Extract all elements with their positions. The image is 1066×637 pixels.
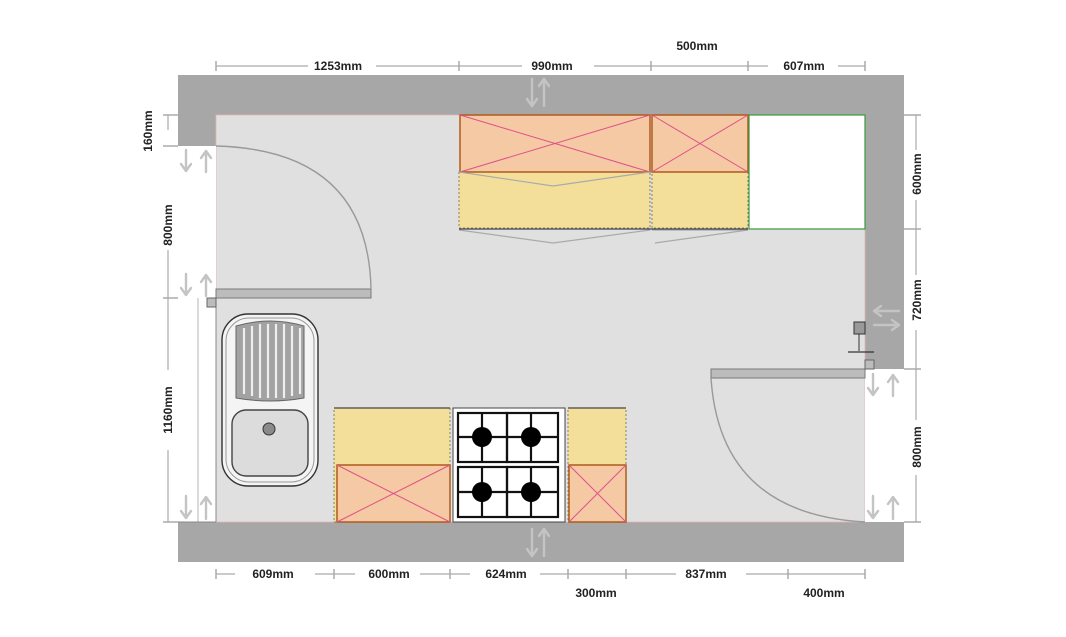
wall-left-top bbox=[178, 115, 216, 146]
door-swing-icon bbox=[206, 145, 875, 523]
left-door-leaf bbox=[215, 288, 372, 299]
light-fixture-icon bbox=[848, 321, 874, 353]
base-cabinet-top-long bbox=[458, 171, 651, 229]
wall-top bbox=[178, 75, 904, 115]
dim-bottom-4: 300mm bbox=[575, 586, 616, 600]
dim-top-1: 1253mm bbox=[314, 59, 362, 73]
dim-left-1: 160mm bbox=[141, 110, 155, 151]
dim-top-4: 607mm bbox=[783, 59, 824, 73]
wall-bottom bbox=[178, 522, 904, 562]
dim-right-1: 600mm bbox=[910, 153, 924, 194]
dim-bottom-3: 624mm bbox=[485, 567, 526, 581]
sink-icon bbox=[221, 313, 319, 487]
right-door-leaf bbox=[710, 368, 866, 379]
openings bbox=[178, 146, 904, 523]
dim-right-2: 720mm bbox=[910, 279, 924, 320]
dim-top-3: 500mm bbox=[676, 39, 717, 53]
dim-bottom-6: 400mm bbox=[803, 586, 844, 600]
base-cabinet-top-short bbox=[651, 171, 749, 229]
dim-top-2: 990mm bbox=[531, 59, 572, 73]
dim-left-3: 1160mm bbox=[161, 386, 175, 433]
dimension-labels: 1253mm 990mm 500mm 607mm 609mm 600mm 624… bbox=[141, 39, 924, 600]
double-arrow-icon bbox=[179, 77, 901, 558]
dim-left-2: 800mm bbox=[161, 204, 175, 245]
wall-right bbox=[865, 115, 904, 369]
left-window-opening bbox=[178, 298, 216, 522]
base-cabinets bbox=[333, 407, 627, 523]
wall-cabinets bbox=[458, 114, 866, 244]
gas-hob-icon bbox=[452, 407, 566, 523]
dim-bottom-5: 837mm bbox=[685, 567, 726, 581]
dim-bottom-2: 600mm bbox=[368, 567, 409, 581]
dim-right-3: 800mm bbox=[910, 426, 924, 467]
fridge-space bbox=[748, 114, 866, 230]
dimension-lines bbox=[163, 61, 921, 579]
dim-bottom-1: 609mm bbox=[252, 567, 293, 581]
left-door-opening bbox=[178, 146, 216, 298]
